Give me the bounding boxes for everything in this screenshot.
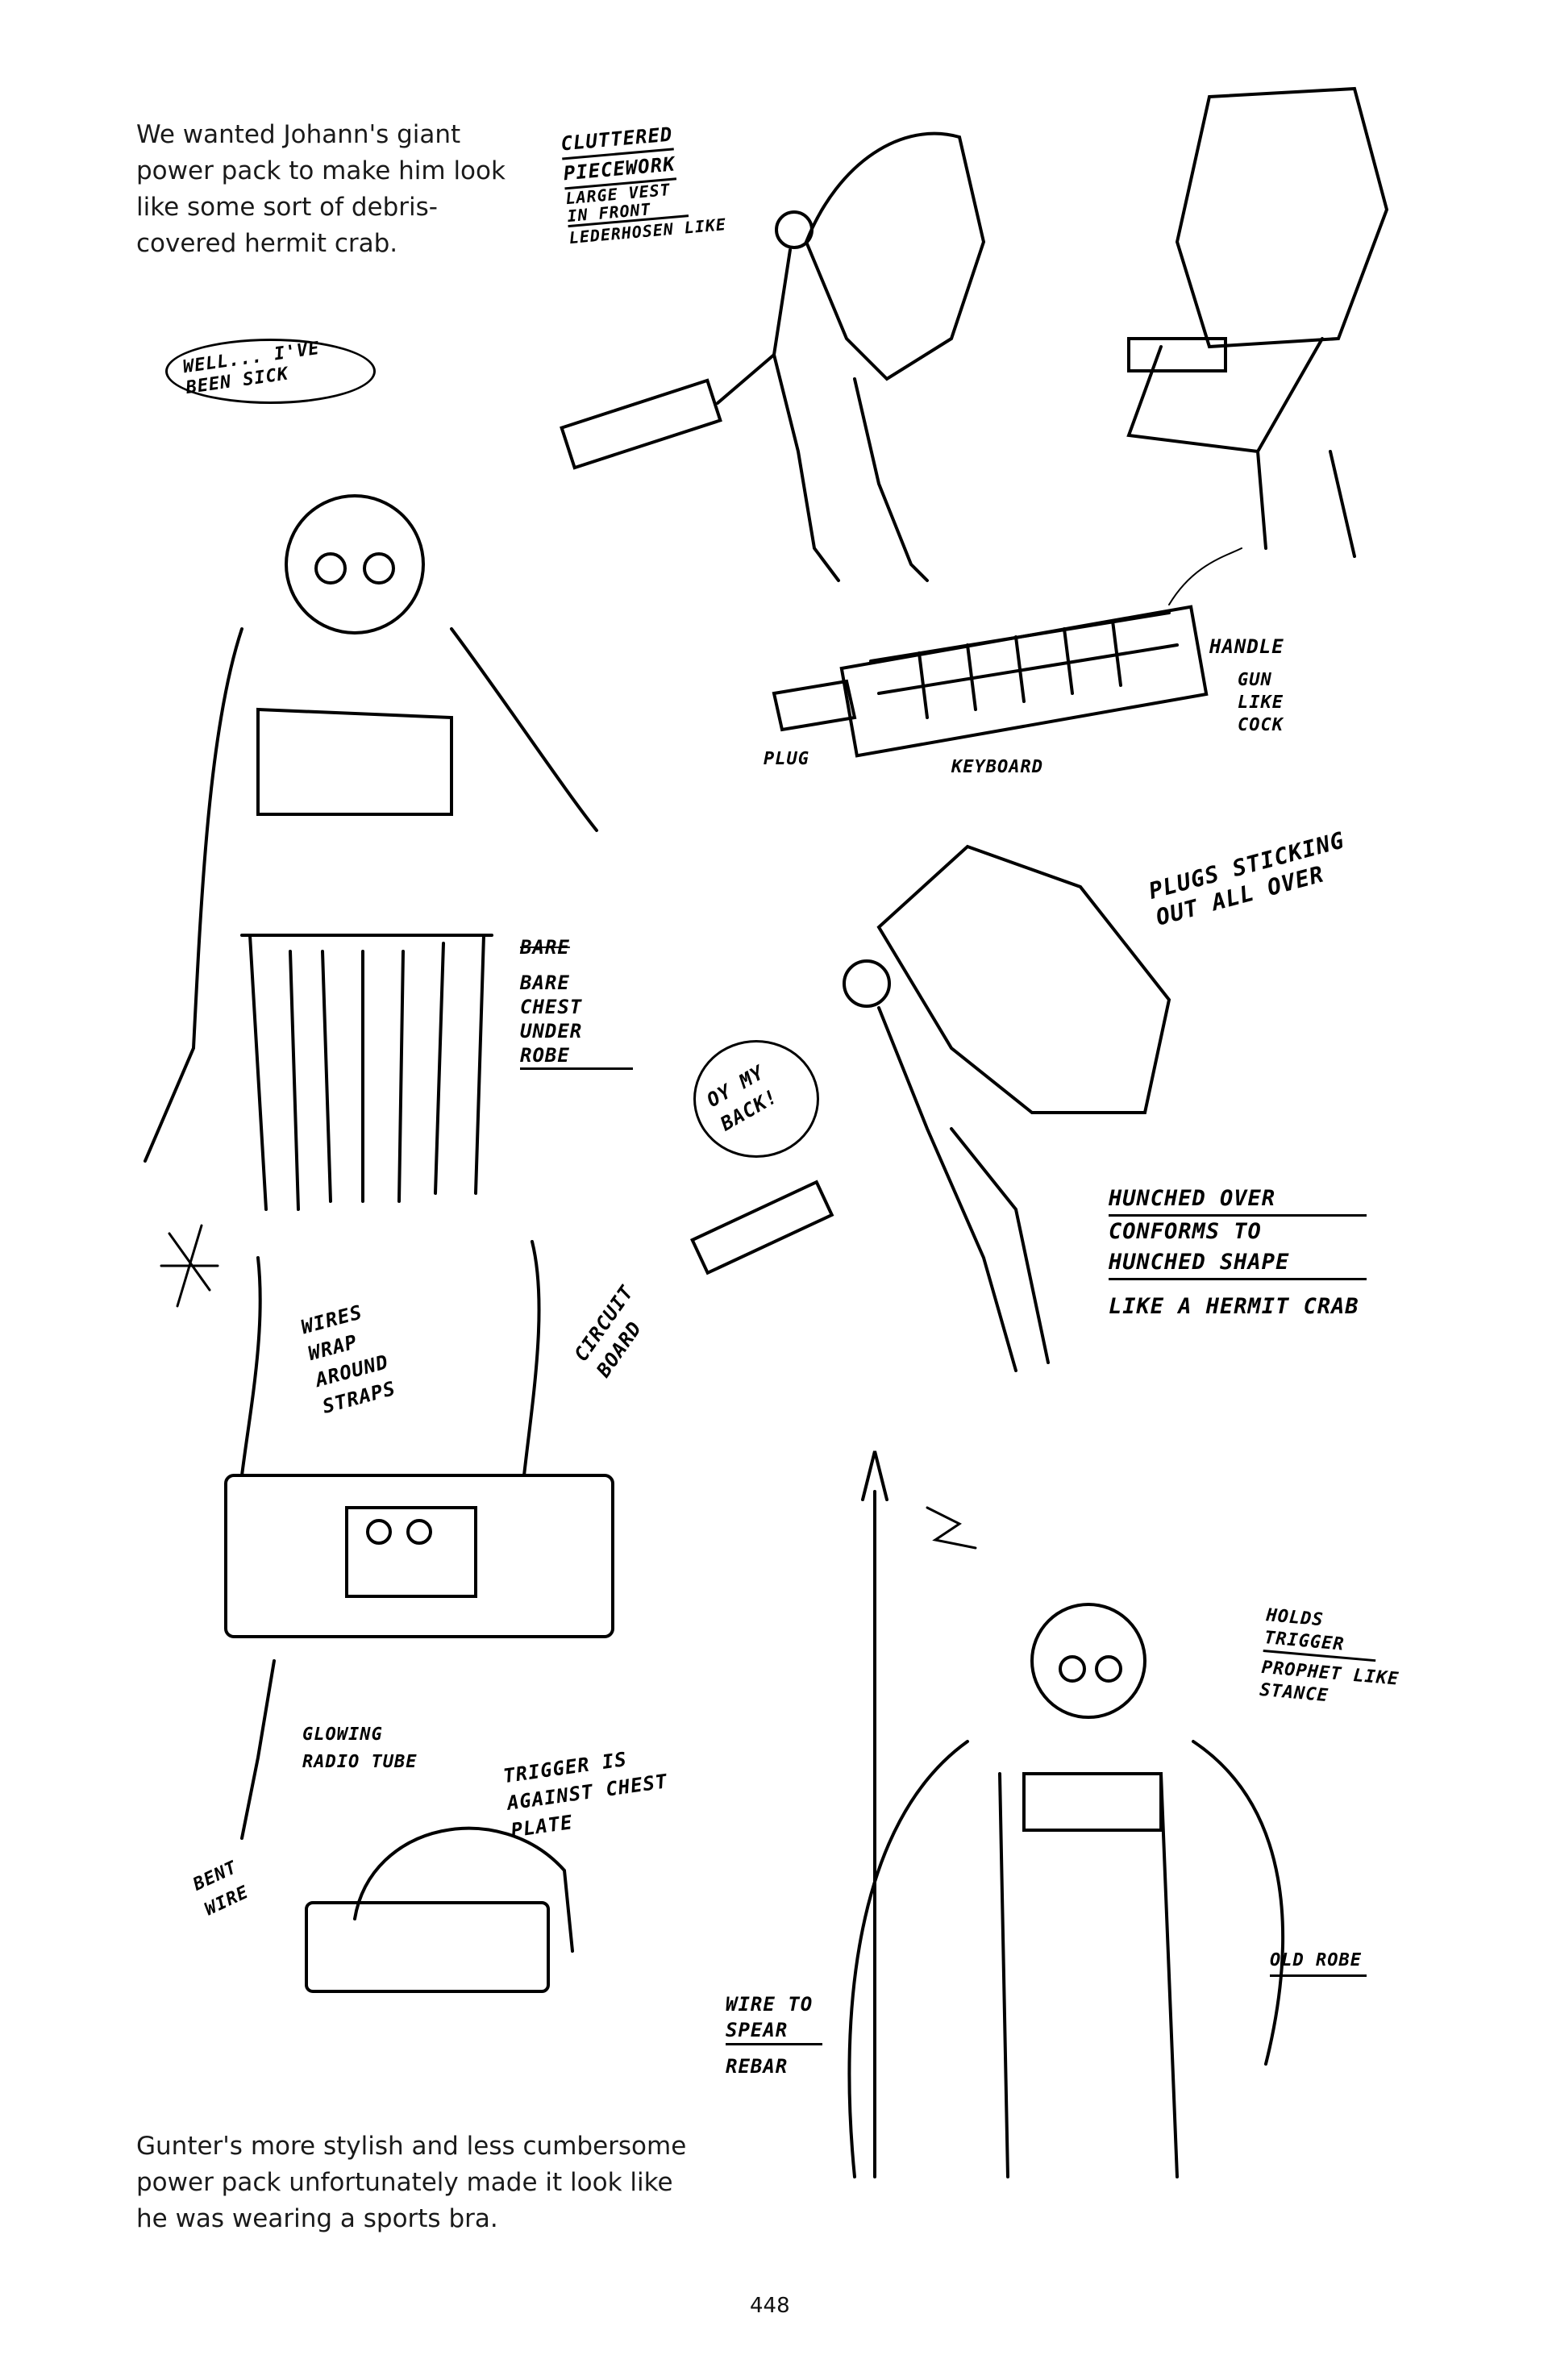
note-rebar: Rebar <box>726 2055 789 2078</box>
page-number: 448 <box>750 2294 790 2318</box>
note-bare-struck: Bare <box>520 936 570 959</box>
johann-bare-chest-sketch <box>144 494 598 1211</box>
speech-bubble-well <box>165 339 376 404</box>
note-wire-to-spear: Wire to spear <box>726 1991 822 2045</box>
note-bare-chest: Bare chest under robe <box>520 971 633 1070</box>
note-cluttered-group: Cluttered Piecework Large vest in front … <box>560 112 779 248</box>
note-like-hermit: Like a hermit crab <box>1109 1294 1359 1319</box>
intro-caption: We wanted Johann's giant power pack to m… <box>136 120 506 258</box>
note-handle: Handle <box>1209 635 1284 658</box>
scribble-mark <box>160 1224 219 1308</box>
note-keyboard: Keyboard <box>951 757 1043 777</box>
note-wire-spear-group: Wire to spear Rebar <box>726 1991 822 2079</box>
note-plug: Plug <box>764 749 809 769</box>
note-prophet-group: Holds trigger Prophet like stance <box>1259 1604 1452 1718</box>
note-bare-group: Bare Bare chest under robe <box>520 935 633 1070</box>
note-old-robe: Old robe <box>1270 1947 1367 1977</box>
gunter-belt-sketch <box>305 1826 574 1993</box>
johann-front-sketch <box>1126 86 1389 558</box>
keyboard-gun-sketch <box>772 547 1242 758</box>
gunter-pack-sketch <box>224 1240 614 1840</box>
speech-bubble-oy <box>693 1040 819 1158</box>
note-conforms: Conforms to hunched shape <box>1109 1217 1367 1280</box>
gunter-spear-sketch <box>847 1450 1285 2178</box>
note-holds-trigger: Holds trigger <box>1263 1604 1380 1662</box>
note-hunched-over: Hunched over <box>1109 1184 1367 1217</box>
note-glowing-tube: Glowing radio tube <box>302 1725 418 1772</box>
note-hunched-group: Hunched over Conforms to hunched shape L… <box>1109 1184 1471 1322</box>
johann-hunched-sketch <box>690 844 1171 1372</box>
johann-back-sketch <box>560 131 986 582</box>
outro-caption: Gunter's more stylish and less cumbersom… <box>136 2132 687 2233</box>
note-gun-like: Gun like cock <box>1238 670 1284 735</box>
